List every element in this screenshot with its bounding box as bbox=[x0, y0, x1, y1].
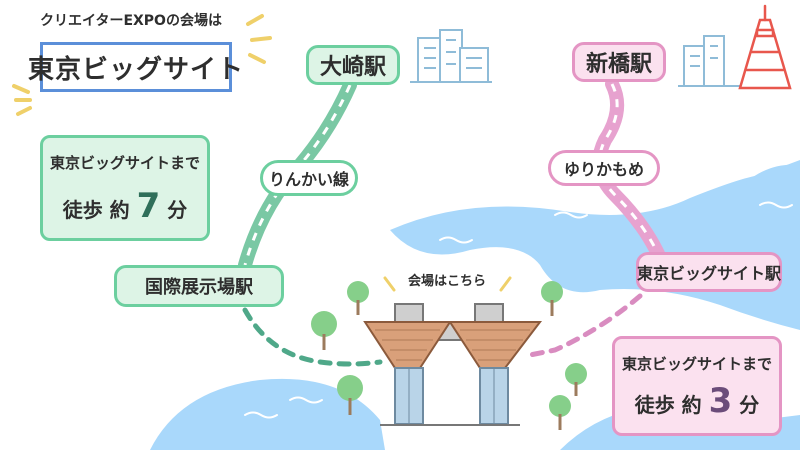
station-bigsight: 東京ビッグサイト駅 bbox=[636, 252, 782, 292]
tokyo-big-sight-building bbox=[363, 303, 543, 426]
walk-note-time: 徒歩 約 7 分 bbox=[43, 186, 207, 226]
bay-water-bottom-left bbox=[150, 378, 385, 450]
station-osaki: 大崎駅 bbox=[306, 45, 400, 85]
walk-minutes: 3 bbox=[708, 381, 733, 421]
walk-note-time: 徒歩 約 3 分 bbox=[615, 381, 779, 421]
minute-unit: 分 bbox=[739, 393, 760, 417]
station-kokusai-tenjijo: 国際展示場駅 bbox=[114, 265, 284, 307]
line-label-rinkai: りんかい線 bbox=[260, 160, 358, 196]
line-label-yurikamome: ゆりかもめ bbox=[548, 150, 660, 186]
yurikamome-walk-path bbox=[527, 293, 643, 358]
shimbashi-buildings bbox=[678, 35, 740, 87]
walk-time-note-yurikamome: 東京ビッグサイトまで 徒歩 約 3 分 bbox=[612, 336, 782, 436]
walk-time-note-rinkai: 東京ビッグサイトまで 徒歩 約 7 分 bbox=[40, 135, 210, 241]
minute-unit: 分 bbox=[167, 198, 188, 222]
osaki-buildings bbox=[410, 29, 492, 83]
rinkai-walk-path bbox=[242, 307, 383, 367]
tokyo-tower-icon bbox=[738, 4, 792, 90]
decorative-sparks bbox=[12, 14, 272, 116]
walk-minutes: 7 bbox=[136, 186, 161, 226]
walk-label: 徒歩 bbox=[62, 198, 103, 222]
venue-title: 東京ビッグサイト bbox=[28, 42, 243, 92]
trees bbox=[311, 281, 587, 430]
about-label: 約 bbox=[681, 393, 702, 417]
venue-here-label: 会場はこちら bbox=[407, 273, 486, 289]
walk-note-title: 東京ビッグサイトまで bbox=[621, 355, 772, 373]
station-shimbashi: 新橋駅 bbox=[572, 42, 666, 82]
walk-note-title: 東京ビッグサイトまで bbox=[49, 154, 200, 172]
about-label: 約 bbox=[109, 198, 130, 222]
walk-label: 徒歩 bbox=[634, 393, 675, 417]
expo-caption: クリエイターEXPOの会場は bbox=[40, 13, 222, 29]
